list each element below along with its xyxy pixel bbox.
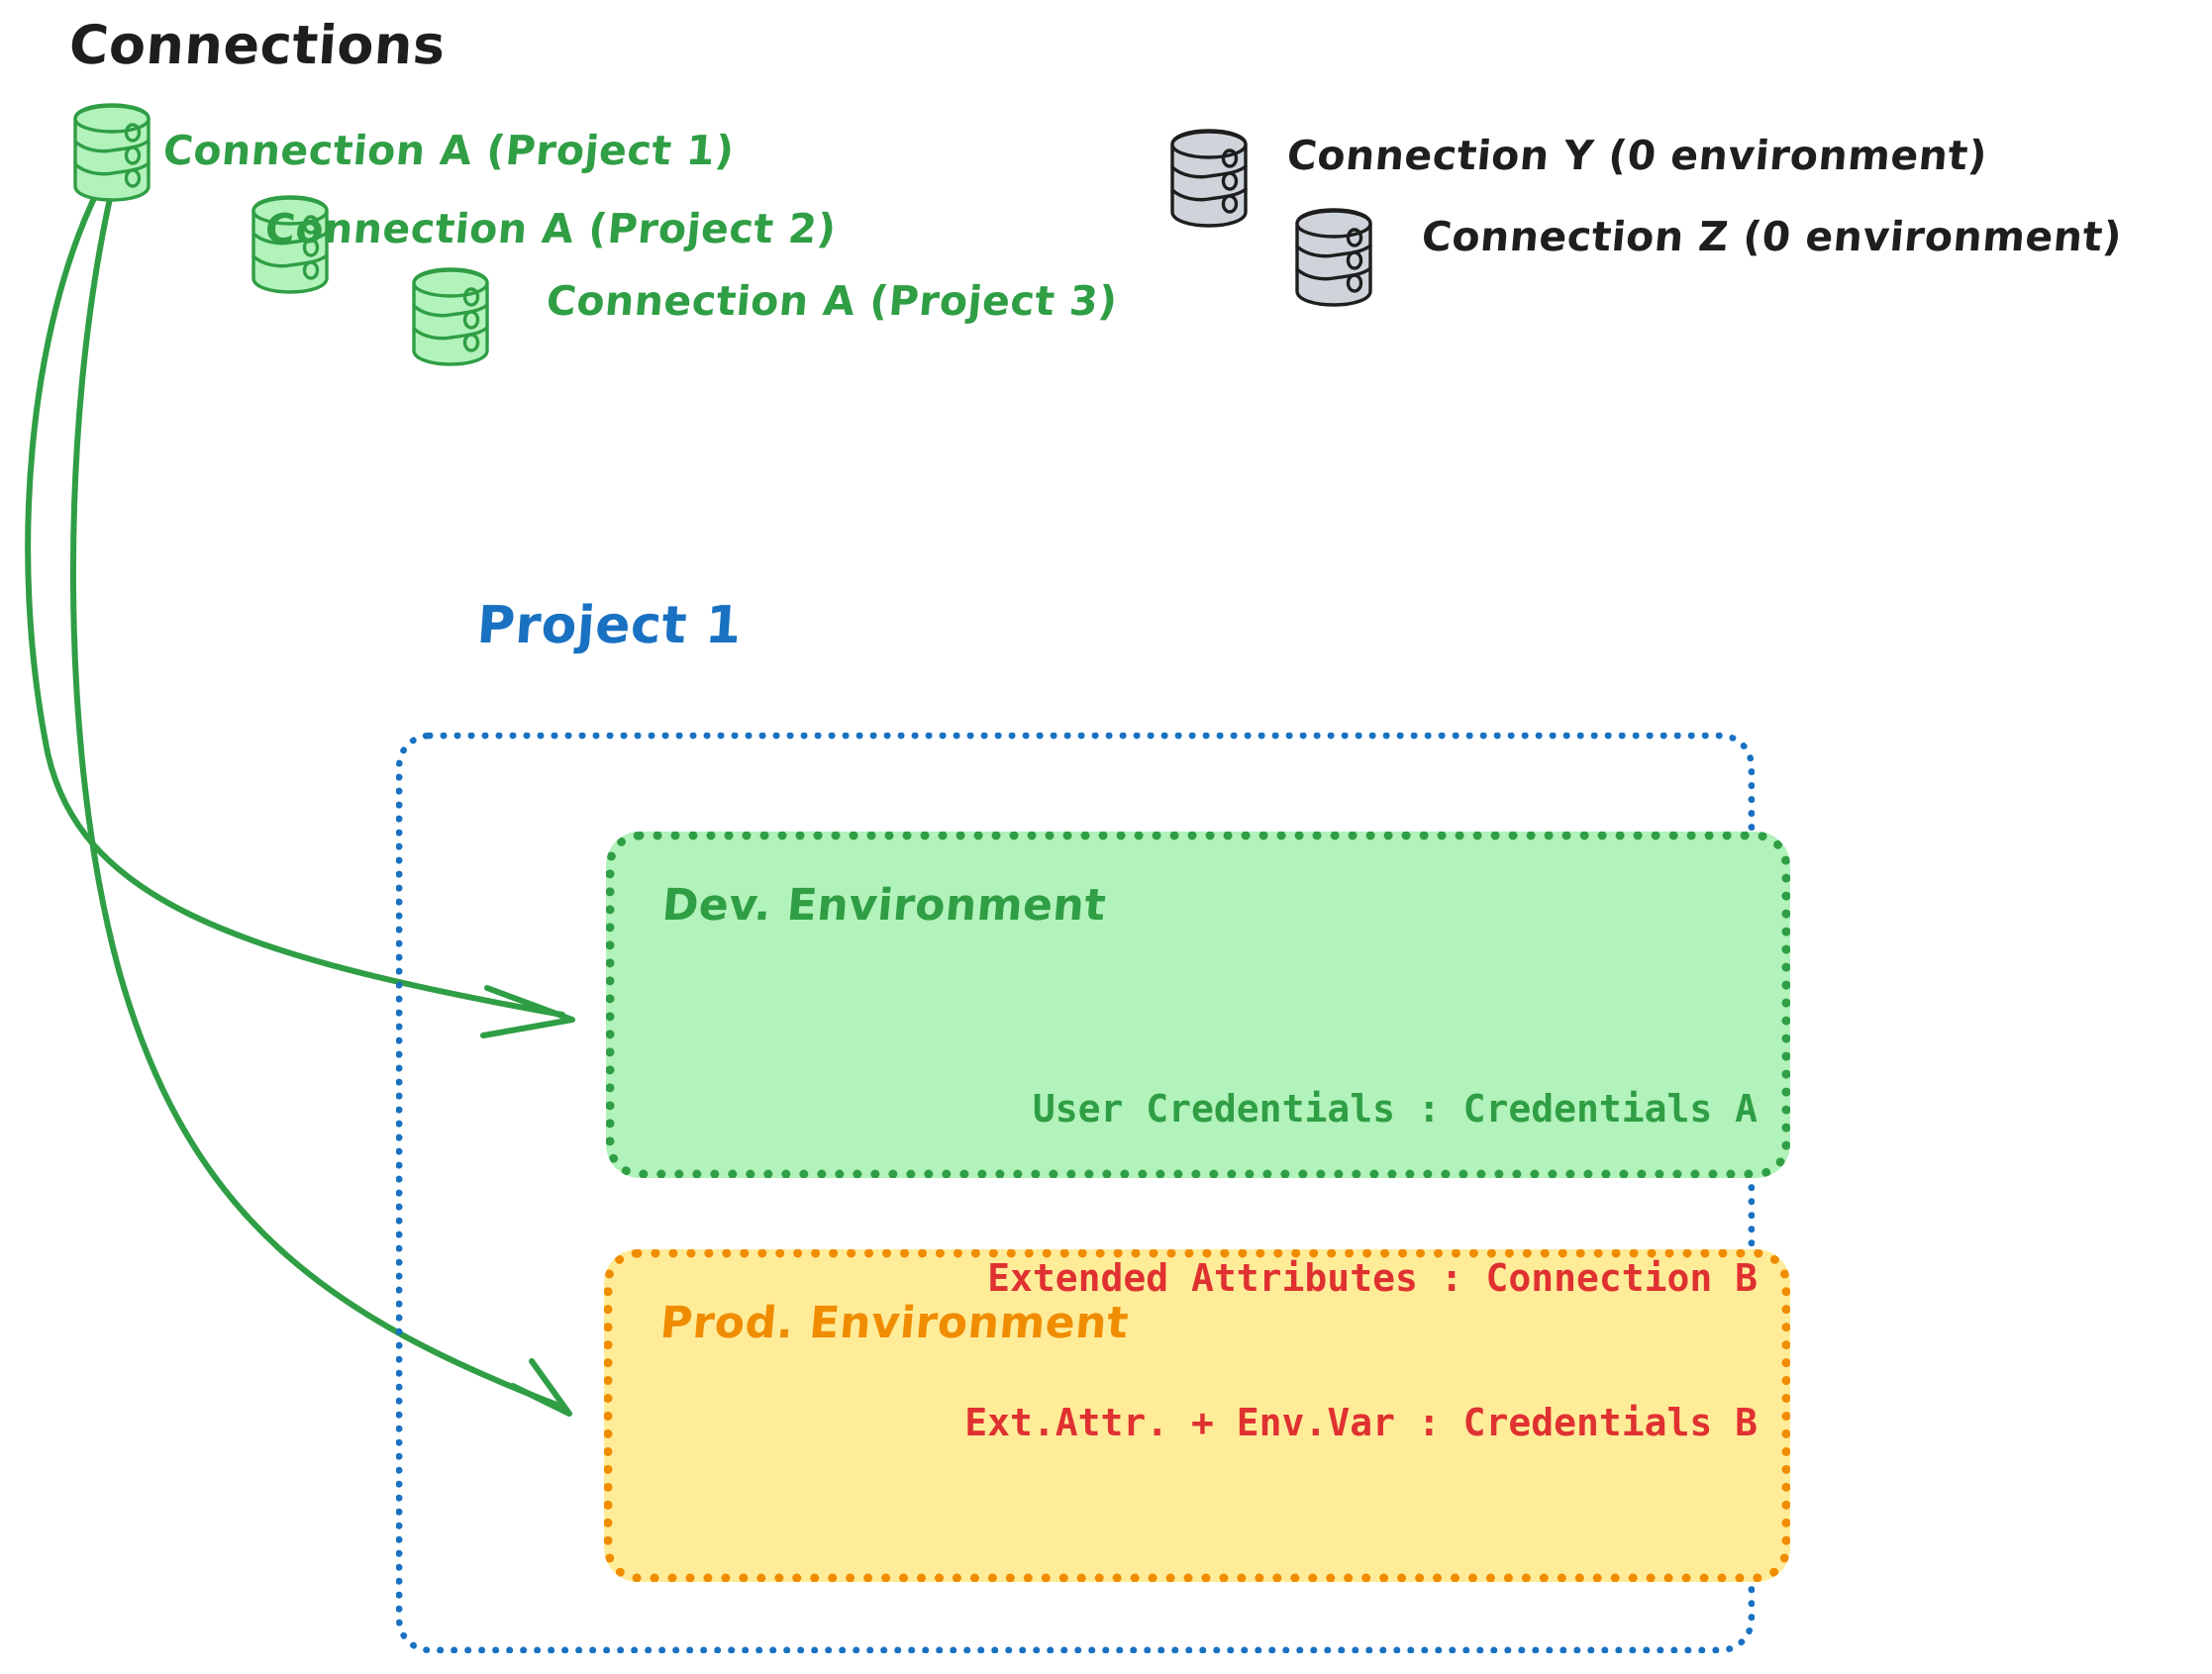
connection-label-z: Connection Z (0 environment) <box>1419 213 2125 260</box>
database-icon-connection-a-project-2[interactable] <box>246 193 335 296</box>
connection-label-a-project-1: Connection A (Project 1) <box>160 127 737 174</box>
connection-label-a-project-3: Connection A (Project 3) <box>544 277 1120 325</box>
database-icon-connection-a-project-1[interactable] <box>67 101 156 204</box>
prod-environment-detail-line: Ext.Attr. + Env.Var : Credentials B <box>964 1401 1758 1445</box>
dev-environment-title: Dev. Environment <box>659 880 1109 931</box>
database-icon-connection-y[interactable] <box>1164 127 1254 230</box>
prod-environment-box[interactable]: Prod. Environment Extended Attributes : … <box>604 1249 1790 1582</box>
database-icon-connection-a-project-3[interactable] <box>406 265 495 368</box>
dev-environment-details: User Credentials : Credentials A <box>1032 1087 1758 1132</box>
project-container <box>396 733 1755 1653</box>
dev-environment-box[interactable]: Dev. Environment User Credentials : Cred… <box>606 832 1790 1178</box>
prod-environment-detail-line: Extended Attributes : Connection B <box>987 1256 1758 1301</box>
connection-label-y: Connection Y (0 environment) <box>1284 132 1990 179</box>
database-icon-connection-z[interactable] <box>1289 206 1378 309</box>
project-title: Project 1 <box>474 596 745 655</box>
connection-label-a-project-2: Connection A (Project 2) <box>262 205 839 252</box>
page-title-connections: Connections <box>66 14 448 76</box>
prod-environment-details: Extended Attributes : Connection B Ext.A… <box>964 1158 1758 1543</box>
